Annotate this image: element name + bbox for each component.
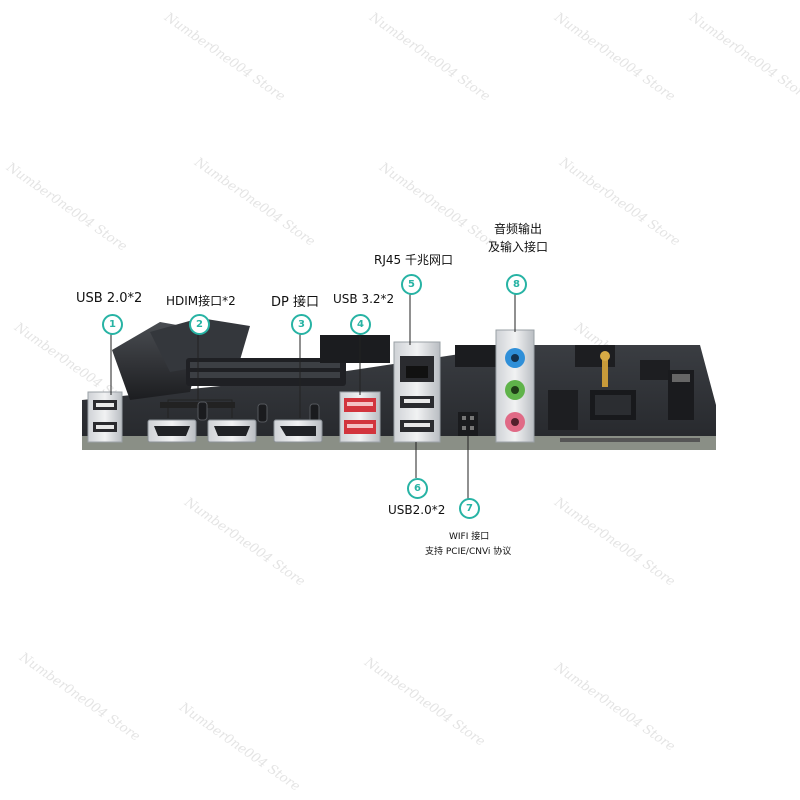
callout-badge-5: 5	[401, 274, 422, 295]
callout-lines	[110, 293, 516, 500]
callout-badge-3: 3	[291, 314, 312, 335]
vrm-heatsink	[112, 318, 505, 400]
callout-badge-1: 1	[102, 314, 123, 335]
callout-label-8-line2: 及输入接口	[488, 240, 549, 254]
audio-jacks	[495, 329, 535, 443]
dp-port	[273, 419, 323, 443]
board-components	[548, 345, 700, 442]
callout-label-2: HDIM接口*2	[166, 294, 236, 308]
callout-badge-8: 8	[506, 274, 527, 295]
callout-badge-2: 2	[189, 314, 210, 335]
callout-label-1: USB 2.0*2	[76, 291, 143, 306]
callout-label-4: USB 3.2*2	[333, 292, 395, 306]
callout-label-6: USB2.0*2	[388, 503, 446, 517]
callout-badge-6: 6	[407, 478, 428, 499]
callout-sublabel-7: 支持 PCIE/CNVi 协议	[425, 547, 512, 557]
rj45-usb-stack	[393, 341, 441, 443]
callout-badge-7: 7	[459, 498, 480, 519]
callout-badge-4: 4	[350, 314, 371, 335]
capacitors	[197, 401, 320, 423]
callout-label-8: 音频输出	[494, 222, 543, 236]
callout-label-3: DP 接口	[271, 295, 319, 310]
callout-label-7: WIFI 接口	[449, 532, 490, 542]
usb2-ports-left	[87, 391, 123, 443]
wifi-header	[458, 412, 478, 436]
callout-label-5: RJ45 千兆网口	[374, 253, 453, 267]
usb32-ports	[339, 391, 381, 443]
